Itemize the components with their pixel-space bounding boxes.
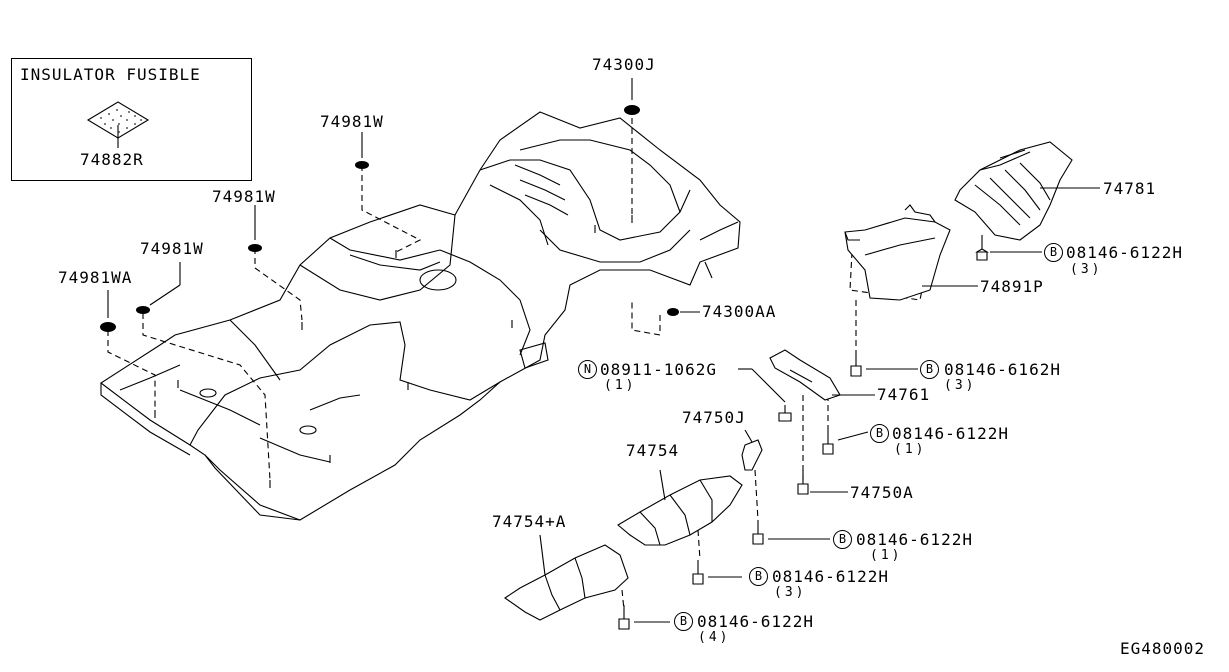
- inset-box: [11, 58, 252, 181]
- part-label-74300aa: 74300AA: [702, 302, 777, 321]
- fastener-qty-5: (1): [870, 548, 903, 563]
- fastener-qty-3: (1): [604, 378, 637, 393]
- part-label-74781: 74781: [1103, 179, 1157, 198]
- part-label-74981w-a: 74981W: [320, 112, 384, 131]
- heat-shield-74754: [617, 475, 743, 546]
- fastener-part-2: 08146-6162H: [944, 360, 1061, 379]
- part-label-74754a: 74754+A: [492, 512, 567, 531]
- insulator-pad: [86, 101, 150, 139]
- bracket-74750j: [741, 439, 763, 471]
- bolt-mark-icon: B: [749, 567, 768, 586]
- floor-panel: [100, 111, 741, 521]
- nut-mark-icon: N: [578, 360, 597, 379]
- fastener-part-6: 08146-6122H: [772, 567, 889, 586]
- part-label-74761: 74761: [877, 385, 931, 404]
- fastener-qty-2: (3): [944, 378, 977, 393]
- fastener-qty-6: (3): [774, 585, 807, 600]
- heat-shield-74781: [954, 141, 1073, 241]
- bolt-mark-icon: B: [1044, 243, 1063, 262]
- floor-studs: [154, 215, 633, 488]
- label-leaders: [107, 78, 1100, 623]
- bolt-mark-icon: B: [833, 530, 852, 549]
- part-label-74300j: 74300J: [592, 55, 656, 74]
- heat-shield-74891p: [844, 204, 951, 301]
- bolts: [618, 235, 989, 630]
- inset-part-number: 74882R: [80, 150, 144, 169]
- part-label-74750j: 74750J: [682, 408, 746, 427]
- diagram-code: EG480002: [1120, 639, 1206, 658]
- fastener-part-5: 08146-6122H: [856, 530, 973, 549]
- bolt-mark-icon: B: [920, 360, 939, 379]
- fastener-part-4: 08146-6122H: [892, 424, 1009, 443]
- part-label-74891p: 74891P: [980, 277, 1044, 296]
- fastener-qty-7: (4): [698, 630, 731, 645]
- part-label-74981wa: 74981WA: [58, 268, 133, 287]
- heat-shield-74754a: [504, 544, 629, 621]
- part-label-74754: 74754: [626, 441, 680, 460]
- bracket-74761: [769, 349, 841, 401]
- fastener-part-1: 08146-6122H: [1066, 243, 1183, 262]
- dashed-leaders: [107, 118, 933, 611]
- part-label-74981w-b: 74981W: [212, 187, 276, 206]
- plugs: [100, 105, 679, 332]
- part-label-74981w-c: 74981W: [140, 239, 204, 258]
- fastener-part-3: 08911-1062G: [600, 360, 717, 379]
- fastener-qty-4: (1): [894, 442, 927, 457]
- fastener-part-7: 08146-6122H: [697, 612, 814, 631]
- part-label-74750a: 74750A: [850, 483, 914, 502]
- bolt-mark-icon: B: [870, 424, 889, 443]
- bolt-mark-icon: B: [674, 612, 693, 631]
- inset-title: INSULATOR FUSIBLE: [20, 65, 201, 84]
- fastener-qty-1: (3): [1070, 262, 1103, 277]
